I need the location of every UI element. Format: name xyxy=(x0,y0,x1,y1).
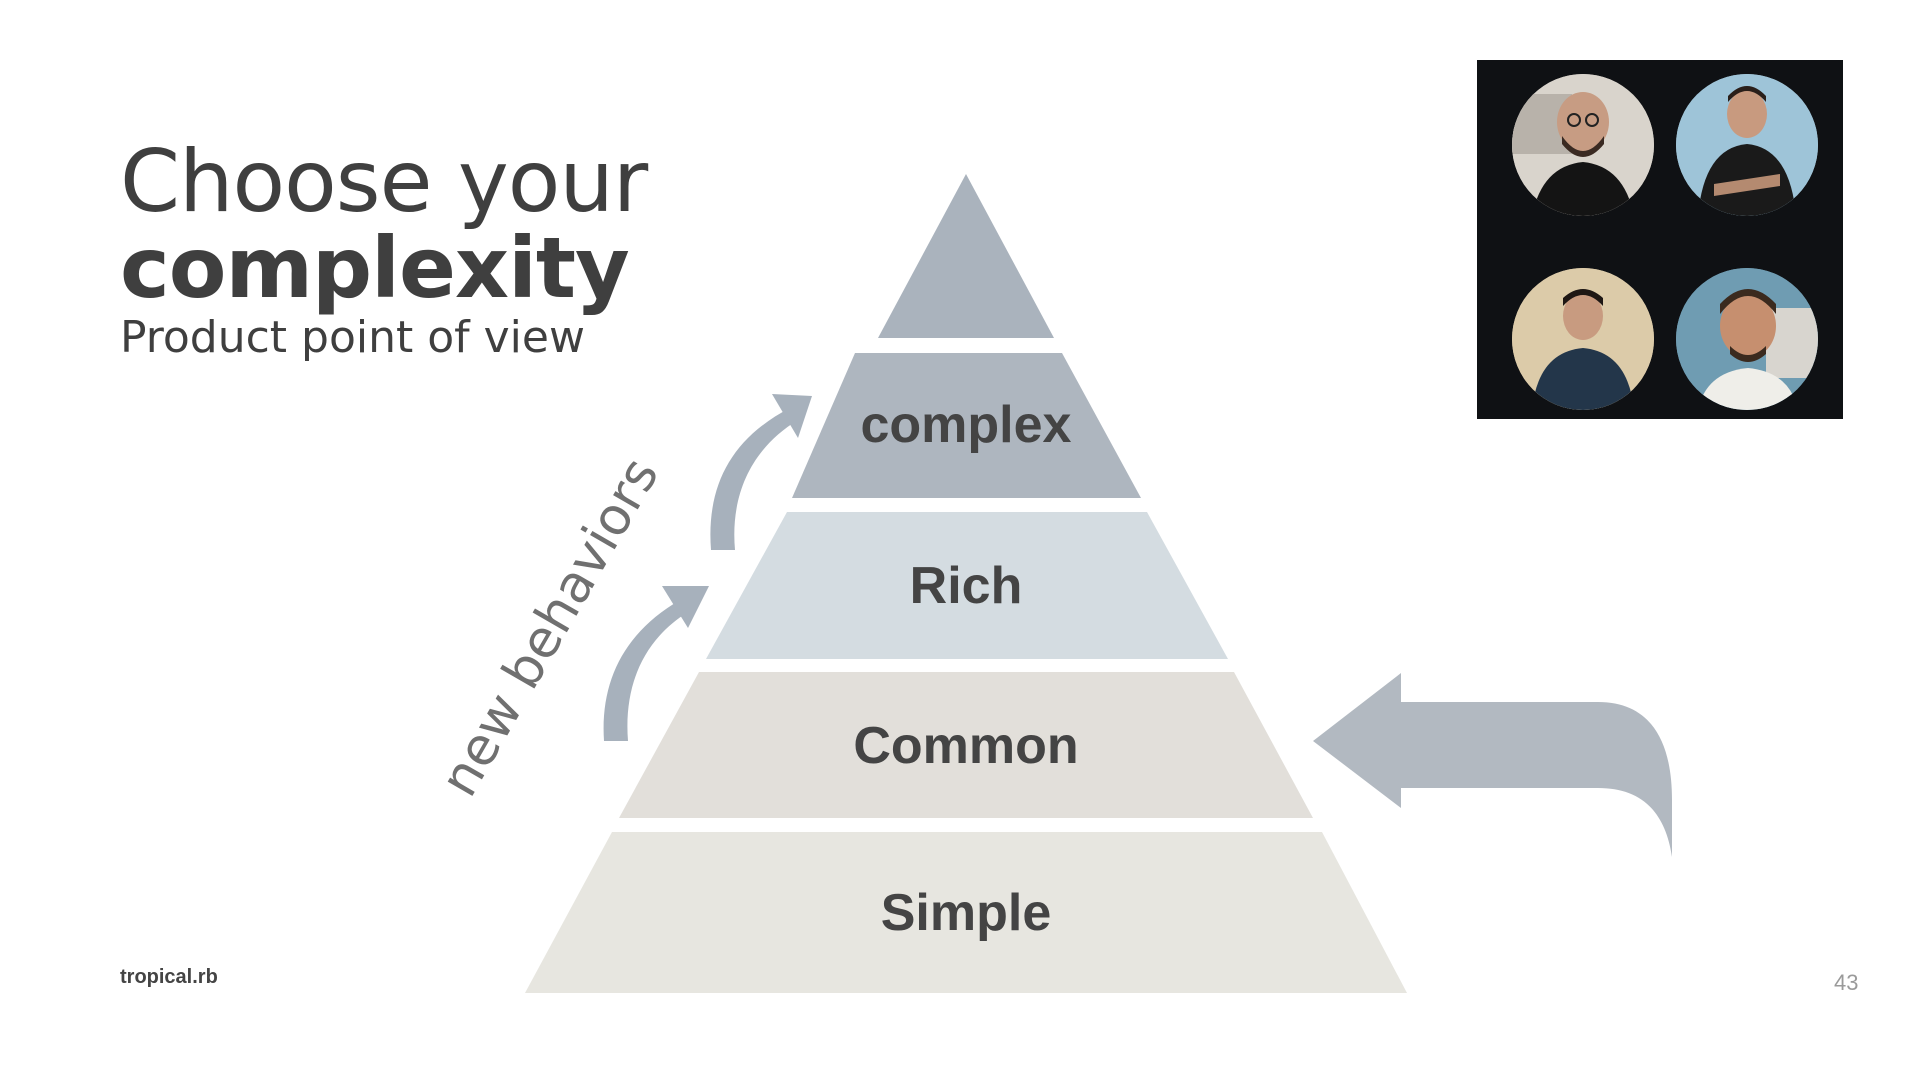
curved-arrow-upper xyxy=(710,394,812,550)
speaker-avatar-1 xyxy=(1512,74,1654,216)
pyramid-level-simple xyxy=(525,832,1407,993)
curved-arrow-lower xyxy=(603,586,709,741)
pyramid-level-rich xyxy=(706,512,1228,659)
new-behaviors-label: new behaviors xyxy=(429,448,671,807)
speaker-avatar-2 xyxy=(1676,74,1818,216)
speaker-avatar-4 xyxy=(1676,268,1818,410)
title-line-1: Choose your xyxy=(120,132,648,232)
big-left-arrow xyxy=(1313,673,1672,857)
level-label-common: Common xyxy=(853,717,1078,775)
slide-title: Choose your complexity Product point of … xyxy=(120,132,648,366)
footer-brand: tropical.rb xyxy=(120,966,218,988)
pyramid-level-complex xyxy=(792,353,1141,498)
title-line-2: complexity xyxy=(120,219,630,317)
speakers-video-panel xyxy=(1477,60,1843,419)
level-label-simple: Simple xyxy=(881,884,1052,942)
pyramid-level-top xyxy=(878,174,1054,338)
pyramid-level-common xyxy=(619,672,1313,818)
level-label-rich: Rich xyxy=(910,557,1023,615)
page-number: 43 xyxy=(1834,970,1859,995)
speaker-avatar-3 xyxy=(1512,268,1654,410)
level-label-complex: complex xyxy=(861,396,1072,454)
subtitle: Product point of view xyxy=(120,312,585,363)
